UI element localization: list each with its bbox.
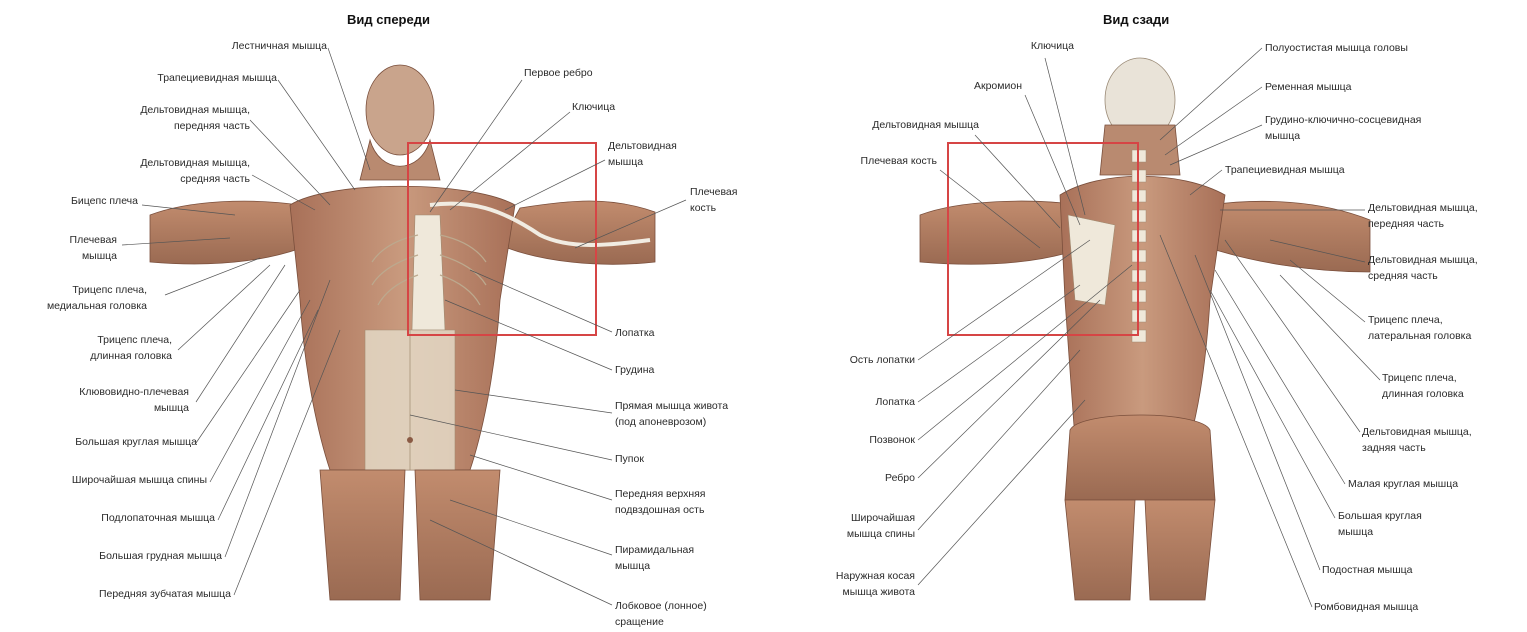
front-label-subscapularis: Подлопаточная мышца <box>101 510 215 526</box>
back-label-external-oblique: Наружная косая мышца живота <box>836 568 915 601</box>
front-label-deltoid-anterior: Дельтовидная мышца, передняя часть <box>140 102 250 135</box>
front-label-deltoid: Дельтовидная мышца <box>608 138 677 171</box>
back-label-teres-major: Большая круглая мышца <box>1338 508 1422 541</box>
front-label-latissimus: Широчайшая мышца спины <box>72 472 207 488</box>
front-label-first-rib: Первое ребро <box>524 65 593 81</box>
front-label-biceps: Бицепс плеча <box>71 193 138 209</box>
front-label-brachialis: Плечевая мышца <box>70 232 117 265</box>
back-label-rhomboid: Ромбовидная мышца <box>1314 599 1418 615</box>
back-label-deltoid-anterior: Дельтовидная мышца, передняя часть <box>1368 200 1478 233</box>
front-label-teres-major: Большая круглая мышца <box>75 434 197 450</box>
front-label-pubic-symphysis: Лобковое (лонное) сращение <box>615 598 707 631</box>
back-label-deltoid-posterior: Дельтовидная мышца, задняя часть <box>1362 424 1472 457</box>
front-label-navel: Пупок <box>615 451 644 467</box>
back-label-teres-minor: Малая круглая мышца <box>1348 476 1458 492</box>
back-label-rib: Ребро <box>885 470 915 486</box>
front-label-triceps-medial: Трицепс плеча, медиальная головка <box>47 282 147 315</box>
back-label-scapula: Лопатка <box>876 394 916 410</box>
back-label-triceps-lateral: Трицепс плеча, латеральная головка <box>1368 312 1471 345</box>
front-label-scalene-muscle: Лестничная мышца <box>232 38 327 54</box>
back-label-splenius: Ременная мышца <box>1265 79 1352 95</box>
front-label-deltoid-middle: Дельтовидная мышца, средняя часть <box>140 155 250 188</box>
front-label-pectoralis-major: Большая грудная мышца <box>99 548 222 564</box>
back-label-clavicle: Ключица <box>1031 38 1074 54</box>
front-label-scapula: Лопатка <box>615 325 655 341</box>
front-label-coracobrachialis: Клювовидно-плечевая мышца <box>79 384 189 417</box>
front-label-pyramidalis: Пирамидальная мышца <box>615 542 694 575</box>
front-label-clavicle: Ключица <box>572 99 615 115</box>
back-label-infraspinatus: Подостная мышца <box>1322 562 1412 578</box>
front-figure <box>150 65 655 600</box>
back-label-semispinalis: Полуостистая мышца головы <box>1265 40 1408 56</box>
back-label-latissimus: Широчайшая мышца спины <box>847 510 915 543</box>
front-label-trapezius: Трапециевидная мышца <box>157 70 277 86</box>
back-label-sternocleidomastoid: Грудино-ключично-сосцевидная мышца <box>1265 112 1421 145</box>
front-label-iliac-spine: Передняя верхняя подвздошная ость <box>615 486 706 519</box>
back-label-acromion: Акромион <box>974 78 1022 94</box>
back-label-vertebra: Позвонок <box>869 432 915 448</box>
back-label-humerus: Плечевая кость <box>861 153 937 169</box>
front-label-humerus: Плечевая кость <box>690 184 737 217</box>
back-label-deltoid-middle: Дельтовидная мышца, средняя часть <box>1368 252 1478 285</box>
back-label-scapular-spine: Ость лопатки <box>850 352 915 368</box>
back-label-trapezius: Трапециевидная мышца <box>1225 162 1345 178</box>
back-label-triceps-long: Трицепс плеча, длинная головка <box>1382 370 1464 403</box>
back-label-deltoid: Дельтовидная мышца <box>872 117 979 133</box>
front-label-serratus-anterior: Передняя зубчатая мышца <box>99 586 231 602</box>
front-label-triceps-long: Трицепс плеча, длинная головка <box>90 332 172 365</box>
front-label-sternum: Грудина <box>615 362 654 378</box>
front-label-rectus-abdominis: Прямая мышца живота (под апоневрозом) <box>615 398 728 431</box>
